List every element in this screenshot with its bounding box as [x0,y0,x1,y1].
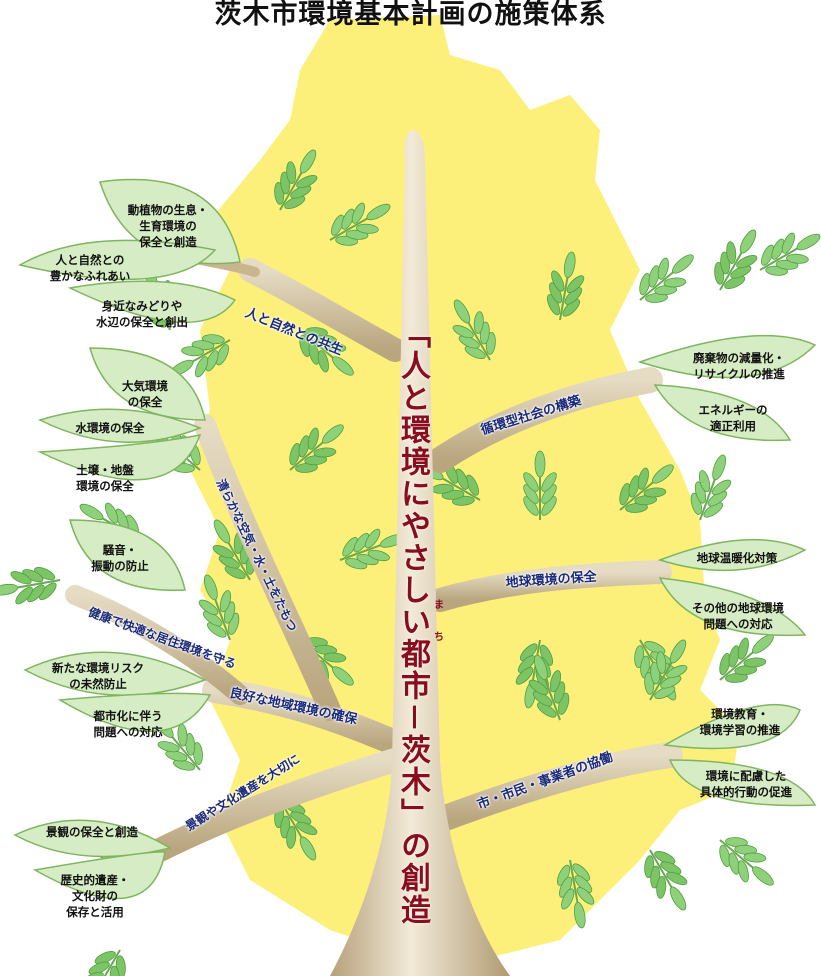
leaf-label-landscape: 景観の保全と創造 [22,824,162,840]
leaf-label-air: 大気環境 の保全 [95,378,195,410]
foliage-spray [708,825,785,898]
leaf-label-waste: 廃棄物の減量化・ リサイクルの推進 [664,350,814,382]
leaf-label-contact: 人と自然との 豊かなふれあい [30,252,150,284]
foliage-spray [704,221,771,300]
leaf-label-action: 環境に配慮した 具体的行動の促進 [676,768,816,800]
diagram-title: 茨木市環境基本計画の施策体系 [0,0,821,31]
foliage-spray [628,241,705,314]
leaf-label-education: 環境教育・ 環境学習の推進 [680,706,800,738]
leaf-label-water: 水環境の保全 [50,420,170,436]
leaf-label-historic: 歴史的遺産・ 文化財の 保存と活用 [45,872,145,920]
leaf-label-warming: 地球温暖化対策 [672,550,802,566]
trunk-ruby-ma: ま [434,596,444,611]
leaf-label-noise: 騒音・ 振動の防止 [70,542,170,574]
leaf-label-risk: 新たな環境リスク の未然防止 [28,660,168,692]
foliage-spray [69,941,136,976]
leaf-label-greenery: 身近なみどりや 水辺の保全と創出 [72,298,212,330]
leaf-label-soil: 土壌・地盤 環境の保全 [50,462,160,494]
leaf-label-biodiversity: 動植物の生息・ 生育環境の 保全と創造 [108,202,228,250]
leaf-label-other-global: その他の地球環境 問題への対応 [668,600,808,632]
trunk-ruby-chi: ち [434,628,444,643]
foliage-spray [0,561,63,610]
trunk-vision-text: 「人と環境にやさしい都市－茨木」の創造 [394,318,430,926]
foliage-spray [751,219,821,286]
leaf-label-energy: エネルギーの 適正利用 [678,402,788,434]
leaf-label-urban: 都市化に伴う 問題への対応 [68,708,188,740]
